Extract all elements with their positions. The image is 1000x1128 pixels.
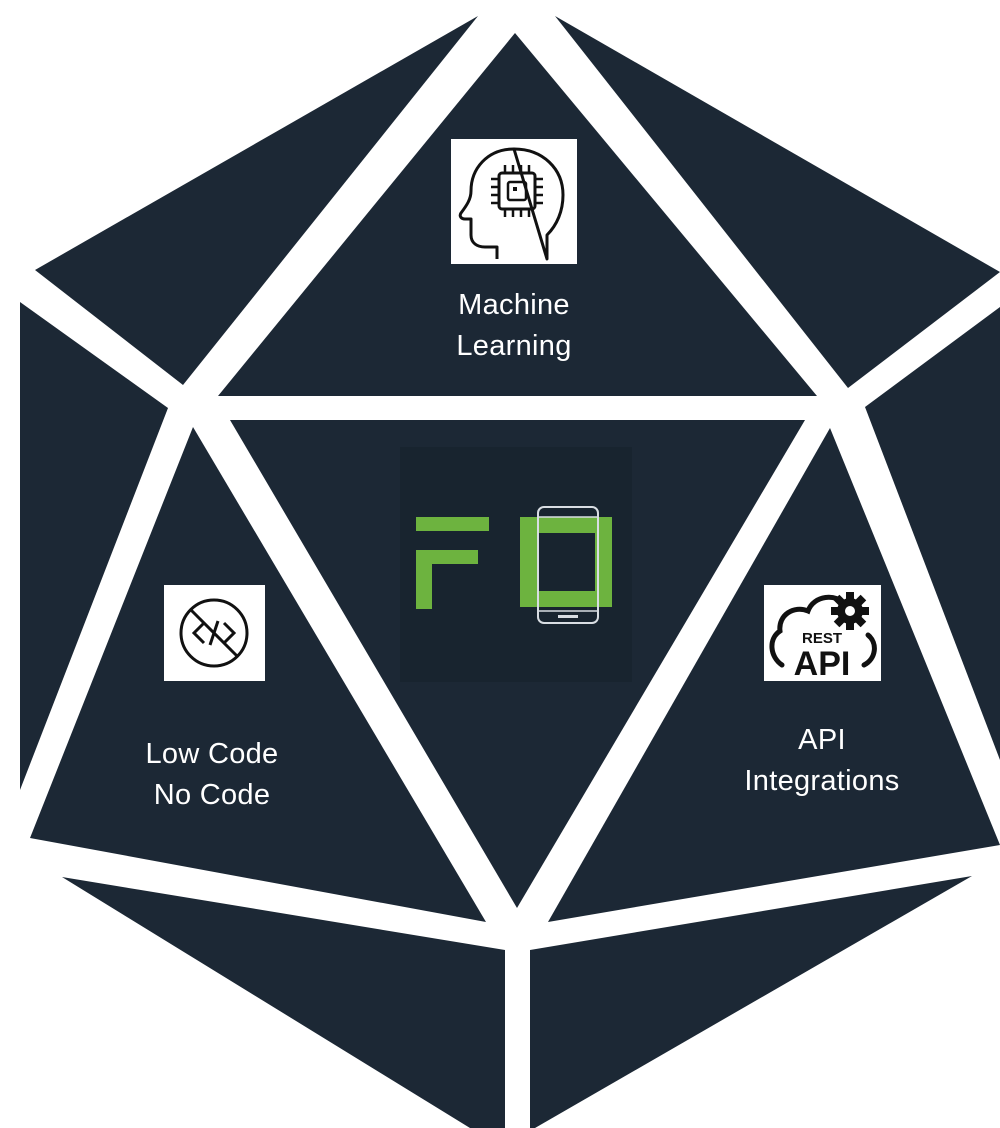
- face-right-upper: [865, 307, 1000, 760]
- label-line: No Code: [153, 779, 271, 812]
- rest-api-cloud-icon: REST API: [764, 585, 881, 681]
- face-bottom-left: [62, 877, 505, 1128]
- label-line: Integrations: [744, 765, 900, 798]
- no-code-icon: [164, 585, 265, 681]
- api-text: API: [794, 645, 851, 681]
- face-left-upper: [20, 302, 168, 790]
- face-top-right: [555, 16, 1000, 388]
- label-line: Learning: [456, 330, 572, 363]
- face-bottom-right: [530, 876, 972, 1128]
- face-top-left: [35, 16, 478, 385]
- label-line: Machine: [458, 289, 570, 321]
- rest-text: REST: [802, 630, 842, 647]
- machine-learning-label: Machine Learning: [414, 285, 614, 367]
- ai-head-chip-icon: [451, 139, 577, 264]
- label-line: Low Code: [145, 738, 279, 770]
- fo-logo: [400, 447, 632, 682]
- api-integrations-label: API Integrations: [712, 720, 932, 802]
- label-line: API: [798, 724, 846, 756]
- low-code-label: Low Code No Code: [112, 734, 312, 816]
